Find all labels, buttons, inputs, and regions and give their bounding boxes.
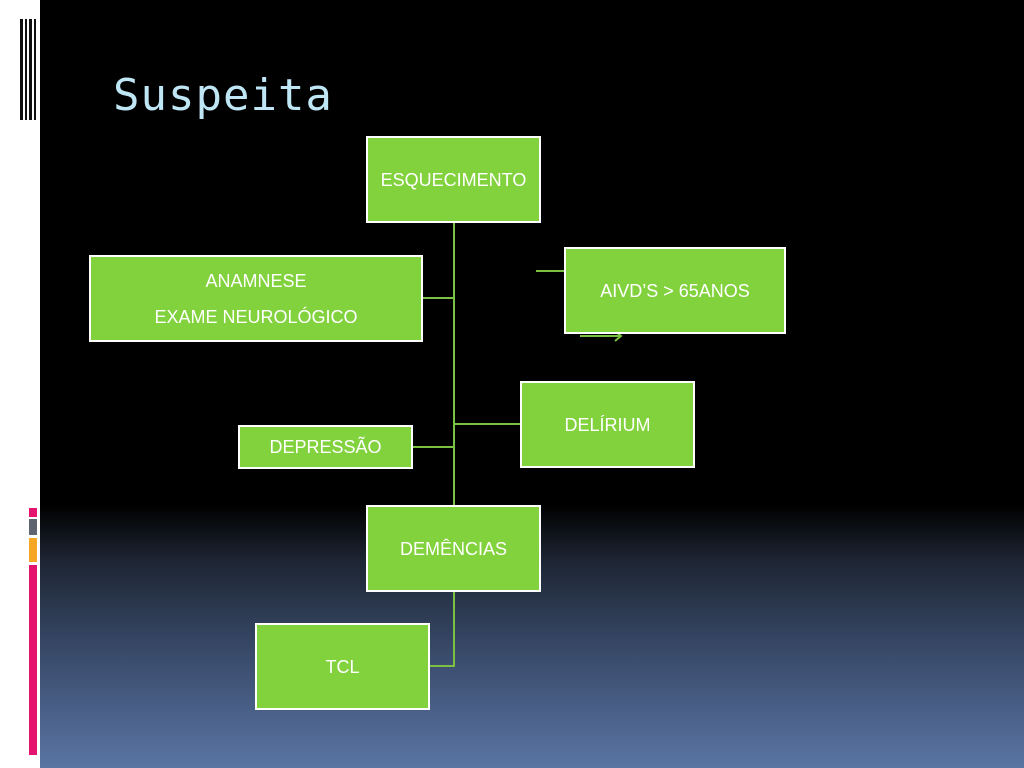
node-tcl: TCL: [255, 623, 430, 710]
node-depressao: DEPRESSÃO: [238, 425, 413, 469]
node-demencias: DEMÊNCIAS: [366, 505, 541, 592]
node-anamnese: ANAMNESE EXAME NEUROLÓGICO: [89, 255, 423, 342]
node-aivds-label: AIVD’S > 65ANOS: [600, 280, 750, 301]
accent-strip-gray: [29, 519, 37, 535]
accent-strip-orange: [29, 538, 37, 562]
node-delirium-label: DELÍRIUM: [564, 414, 651, 435]
accent-strip-pink-long: [29, 565, 37, 755]
connector-tcl: [430, 592, 455, 667]
accent-strip-pink-top: [29, 508, 37, 517]
decorative-bars: [20, 19, 36, 120]
node-anamnese-label-2: EXAME NEUROLÓGICO: [154, 306, 358, 327]
node-esquecimento: ESQUECIMENTO: [366, 136, 541, 223]
node-demencias-label: DEMÊNCIAS: [399, 538, 507, 559]
node-delirium: DELÍRIUM: [520, 381, 695, 468]
node-anamnese-label-1: ANAMNESE: [205, 270, 307, 291]
slide-title: Suspeita: [113, 70, 333, 121]
node-esquecimento-label: ESQUECIMENTO: [380, 169, 527, 190]
node-depressao-label: DEPRESSÃO: [269, 437, 382, 457]
node-aivds: AIVD’S > 65ANOS: [564, 247, 786, 334]
node-tcl-label: TCL: [325, 656, 360, 677]
